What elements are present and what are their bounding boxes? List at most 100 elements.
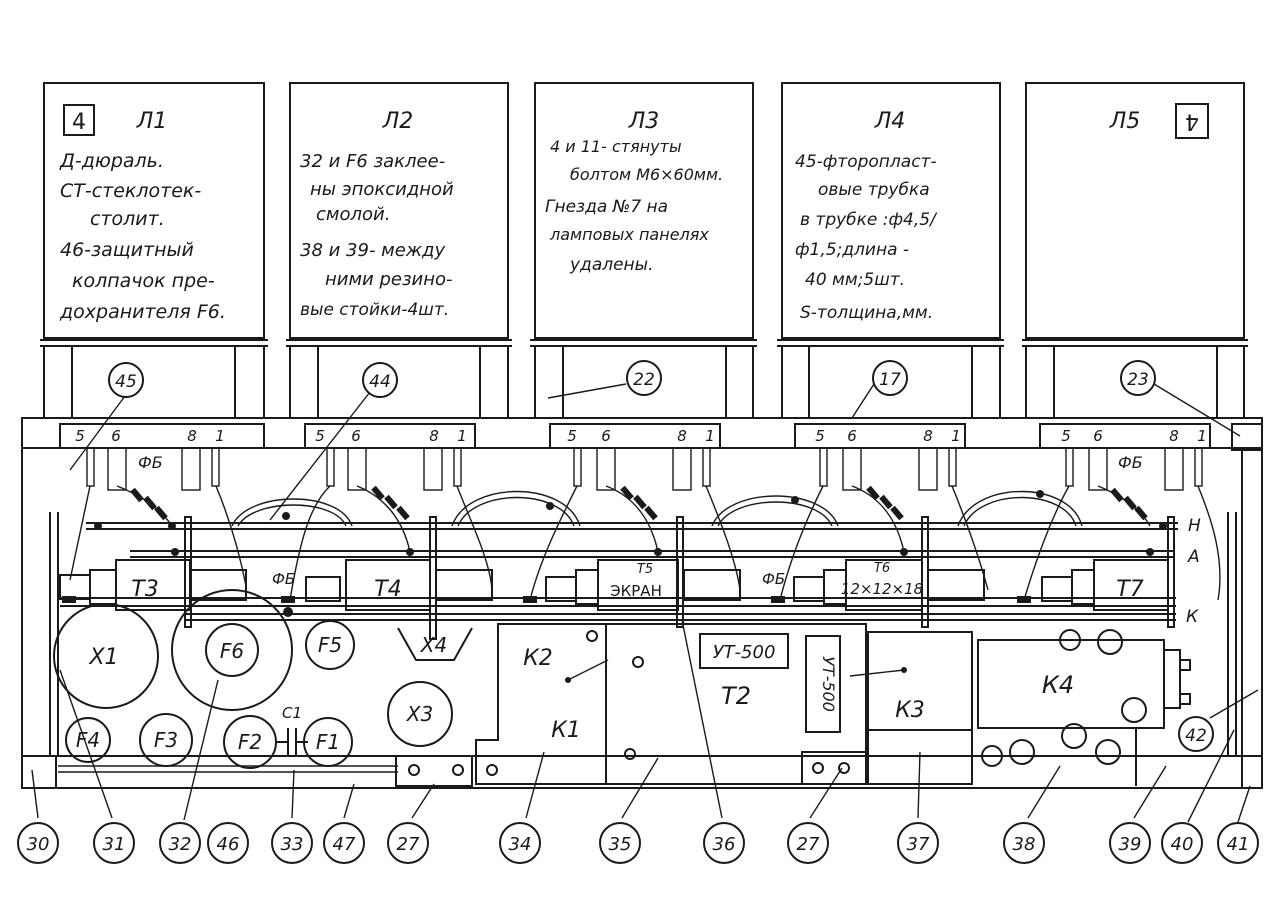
svg-text:44: 44 [369,372,391,392]
bus-label-h: Н [1188,516,1201,536]
connector-x1: Х1 [53,603,159,709]
fuse-f5: F5 [305,620,355,670]
lamp-L3: Л3 4 и 11- стянуты болтом М6×60мм. Гнезд… [534,82,754,339]
callout-33 [271,822,313,864]
transformer-t6: Т6 12×12×18 [793,559,985,611]
note-line: 32 и F6 заклее- [300,151,445,172]
svg-text:8: 8 [1169,427,1179,445]
svg-text:23: 23 [1127,370,1149,390]
lamp-label: Л1 [136,109,168,134]
feed-wires [69,485,1221,601]
svg-text:К2: К2 [523,646,553,671]
svg-text:22: 22 [633,370,655,390]
note-line: Д-дюраль. [59,150,164,172]
lamp-label: Л3 [628,109,660,134]
note-line: 45-фторопласт- [795,152,937,172]
connector-x4: Х4 [397,627,473,661]
note-line: СТ-стеклотек- [60,180,201,202]
callout-44 [362,362,398,398]
connector-x3: Х3 [387,681,453,747]
bus-label-k: К [1186,607,1199,627]
callout-41 [1217,822,1259,864]
svg-text:С1: С1 [282,704,302,722]
note-line: 46-защитный [60,239,194,261]
capacitor-c1: С1 [276,704,308,756]
svg-text:F1: F1 [316,730,340,754]
svg-text:41: 41 [1227,834,1250,855]
sheet-number-right: 4 [1185,109,1199,134]
svg-text:К1: К1 [551,718,581,743]
lamp-label: Л5 [1109,109,1141,134]
transformer-t2: УТ-500 Т2 УТ-500 [605,623,867,785]
lamp-L1: 4 Л1 Д-дюраль. СТ-стеклотек- столит. 46-… [43,82,265,339]
svg-text:1: 1 [951,427,961,445]
note-line: дохранителя F6. [59,301,226,323]
note-line: 38 и 39- между [300,240,445,261]
svg-text:27: 27 [397,834,420,855]
callout-34 [499,822,541,864]
lamp-L5: Л5 4 [1025,82,1245,339]
board-k1-k2: К2 К1 [475,623,609,785]
note-line: болтом М6×60мм. [570,165,723,184]
busbars [60,522,1178,621]
svg-text:6: 6 [111,427,121,445]
note-line: ны эпоксидной [310,179,454,200]
callout-46 [207,822,249,864]
bracket-left [395,755,473,787]
note-line: столит. [90,208,165,230]
svg-text:F5: F5 [318,633,342,657]
svg-text:Т5: Т5 [637,562,653,577]
svg-text:Т6: Т6 [874,561,890,576]
svg-text:5: 5 [567,427,577,445]
relay-k4: К4 [977,629,1191,786]
svg-text:Т4: Т4 [374,577,401,602]
lamp-label: Л4 [874,109,906,134]
note-line: ламповых панелях [549,225,709,244]
svg-text:30: 30 [27,834,50,855]
callout-30 [17,822,59,864]
svg-text:39: 39 [1119,834,1142,855]
note-line: 40 мм;5шт. [805,270,905,290]
svg-text:36: 36 [713,834,736,855]
lamp-L2: Л2 32 и F6 заклее- ны эпоксидной смолой.… [289,82,509,339]
callout-27b [787,822,829,864]
transformer-t3: Т3 [59,559,247,611]
svg-text:1: 1 [705,427,715,445]
callout-42 [1178,716,1214,752]
callout-47 [323,822,365,864]
svg-text:42: 42 [1185,726,1207,746]
svg-text:К4: К4 [1042,671,1074,699]
callout-32 [159,822,201,864]
svg-text:31: 31 [103,834,126,855]
svg-text:F3: F3 [154,728,178,752]
note-line: вые стойки-4шт. [300,300,449,320]
fuse-f3: F3 [139,713,193,767]
svg-text:1: 1 [1197,427,1207,445]
svg-text:8: 8 [187,427,197,445]
fuse-f1: F1 [303,717,353,767]
socket-lugs [86,447,1203,491]
fb-label-L5: ФБ [1118,453,1143,472]
lamp-L4: Л4 45-фторопласт- овые трубка в трубке :… [781,82,1001,339]
note-line: овые трубка [818,180,930,200]
svg-text:Х1: Х1 [88,645,118,670]
svg-text:1: 1 [457,427,467,445]
svg-text:Т7: Т7 [1116,577,1143,602]
svg-text:6: 6 [601,427,611,445]
pin-labels-L2: 5 6 8 1 [315,427,467,445]
callout-23 [1120,360,1156,396]
svg-text:40: 40 [1171,834,1194,855]
note-line: смолой. [316,204,390,225]
svg-text:8: 8 [677,427,687,445]
svg-text:Т2: Т2 [721,682,751,710]
sheet-number-left: 4 [72,110,86,135]
callout-31 [93,822,135,864]
svg-text:ЭКРАН: ЭКРАН [610,582,662,600]
note-line: удалены. [569,255,654,275]
svg-text:F2: F2 [238,730,262,754]
svg-text:37: 37 [907,834,930,855]
pin-labels-L1: 5 6 8 1 [75,427,225,445]
callout-45 [108,362,144,398]
note-line: колпачок пре- [72,270,215,292]
svg-text:27: 27 [797,834,820,855]
